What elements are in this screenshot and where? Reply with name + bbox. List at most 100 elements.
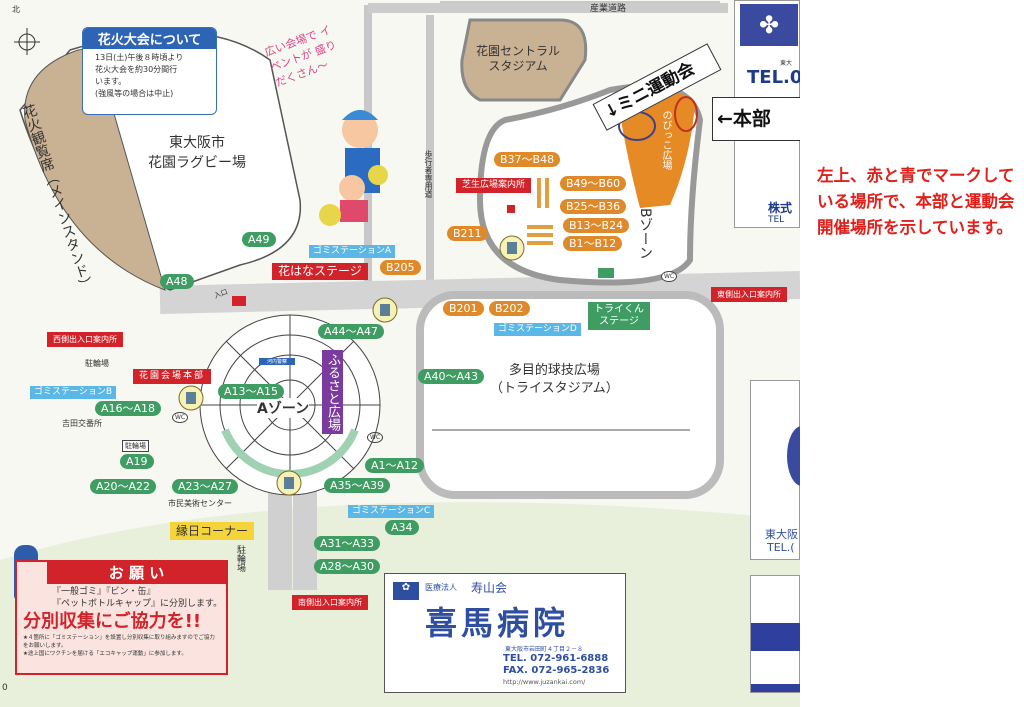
pedestrian-road-label: 歩行者専用道 bbox=[424, 150, 433, 198]
shibafu-info-label: 芝生広場案内所 bbox=[456, 178, 532, 193]
garbage-station-c-label: ゴミステーションC bbox=[348, 505, 435, 518]
stage-marker bbox=[598, 268, 614, 278]
stall-label-a: A49 bbox=[242, 232, 276, 247]
police-box-label: 吉田交番所 bbox=[62, 419, 102, 428]
fireworks-info-title: 花火大会について bbox=[83, 28, 216, 49]
stall-label-b: B205 bbox=[380, 260, 421, 275]
side-ad-bottom bbox=[750, 575, 800, 693]
request-note: ★４箇所に「ゴミステーション」を設置し分別収集に取り組みますのでご協力をお願いし… bbox=[23, 635, 215, 649]
stall-label-a: A40～A43 bbox=[418, 369, 485, 384]
trash-icon bbox=[178, 385, 204, 411]
bike-parking-label: 駐輪場 bbox=[85, 359, 109, 368]
b-stall-bars bbox=[527, 178, 553, 245]
side-ad-text: 東大阪 bbox=[765, 528, 798, 541]
hospital-group: 寿山会 bbox=[471, 581, 508, 595]
side-ad-tel: TEL.( bbox=[767, 541, 795, 554]
stall-label-a: A19 bbox=[120, 454, 154, 469]
a-zone-label: Aゾーン bbox=[257, 398, 310, 418]
trash-icon bbox=[276, 470, 302, 496]
stall-label-b: B13～B24 bbox=[563, 218, 630, 233]
hospital-address: 東大阪市岩田町４丁目２－８ bbox=[505, 646, 584, 653]
request-line: 『ペットボトルキャップ』に分別します。 bbox=[52, 599, 223, 609]
event-map: 北 花火大会について 13日(土)午後８時頃より 花火大会を約30分間行 います… bbox=[0, 0, 800, 707]
b-zone-label: Bゾーン bbox=[637, 208, 653, 260]
hospital-logo-icon: ✿ bbox=[393, 582, 419, 600]
page-marker: 0 bbox=[2, 683, 8, 693]
stall-label-a: A23～A27 bbox=[172, 479, 239, 494]
request-box: お 願 い 『一般ゴミ』『ビン・缶』 『ペットボトルキャップ』に分別します。 分… bbox=[15, 560, 228, 675]
stall-label-a: A20～A22 bbox=[90, 479, 157, 494]
garbage-station-d-label: ゴミステーションD bbox=[494, 323, 581, 336]
request-slogan: 分別収集にご協力を!! bbox=[23, 611, 202, 632]
honbu-annotation: ←本部 bbox=[712, 97, 800, 141]
hanahana-stage-label: 花はなステージ bbox=[272, 263, 368, 280]
side-ad-company: 株式 bbox=[768, 201, 793, 215]
rugby-field-label: 東大阪市花園ラグビー場 bbox=[148, 135, 246, 171]
side-ad-tel: TEL bbox=[768, 215, 785, 225]
fireworks-info-box: 花火大会について 13日(土)午後８時頃より 花火大会を約30分間行 います。 … bbox=[82, 27, 217, 115]
bike-parking-label: 駐輪場 bbox=[122, 440, 149, 452]
wc-icon: WC bbox=[661, 271, 678, 282]
bike-parking-label: 駐輪場 bbox=[235, 545, 245, 572]
request-title: お 願 い bbox=[47, 562, 226, 584]
stall-label-a: A16～A18 bbox=[95, 401, 162, 416]
industrial-road bbox=[368, 3, 728, 13]
kawachi-police-label: 河内警察 bbox=[259, 358, 296, 365]
venue-hq-label: 花園会場本部 bbox=[133, 369, 212, 384]
west-info-label: 西側出入口案内所 bbox=[47, 332, 123, 347]
info-line: (強風等の場合は中止) bbox=[95, 89, 174, 98]
compass-north-label: 北 bbox=[12, 5, 20, 14]
hospital-name: 喜馬病院 bbox=[425, 604, 570, 642]
south-info-label: 南側出入口案内所 bbox=[292, 595, 368, 610]
multi-purpose-field bbox=[416, 291, 724, 499]
trash-icon bbox=[499, 235, 525, 261]
stall-label-b: B49～B60 bbox=[560, 176, 627, 191]
side-ad-logo-icon: ✤ bbox=[740, 4, 798, 46]
red-mark-circle bbox=[674, 96, 698, 132]
art-center-label: 市民美術センター bbox=[168, 499, 232, 508]
stage-marker bbox=[232, 296, 246, 306]
hospital-tel: TEL. 072-961-6888 bbox=[503, 653, 609, 664]
side-ad-band bbox=[751, 623, 800, 651]
info-marker bbox=[507, 205, 515, 213]
stall-label-a: A48 bbox=[160, 274, 194, 289]
multi-purpose-field-label: 多目的球技広場（トライスタジアム） bbox=[490, 363, 619, 396]
nobikko-plaza-label: のびっこ広場 bbox=[660, 110, 671, 170]
annotation-note: 左上、赤と青でマークしている場所で、本部と運動会開催場所を示しています。 bbox=[817, 166, 1015, 237]
trykun-stage-label: トライくんステージ bbox=[588, 302, 650, 330]
main-stand bbox=[24, 47, 166, 291]
central-stadium bbox=[460, 18, 588, 102]
stall-label-a: A13～A15 bbox=[218, 384, 285, 399]
stall-label-a: A28～A30 bbox=[314, 559, 381, 574]
stall-label-b: B37～B48 bbox=[494, 152, 561, 167]
stall-label-b: B1～B12 bbox=[563, 236, 623, 251]
stall-label-b: B201 bbox=[443, 301, 484, 316]
side-ad-text: 東大 bbox=[780, 60, 793, 67]
east-info-label: 東側出入口案内所 bbox=[711, 287, 787, 302]
info-line: 花火大会を約30分間行 bbox=[95, 65, 178, 74]
cheering-people-illustration bbox=[319, 110, 388, 226]
stall-label-a: A34 bbox=[385, 520, 419, 535]
hospital-org: 医療法人 bbox=[425, 583, 457, 592]
wc-icon: WC bbox=[367, 432, 384, 443]
garbage-station-b-label: ゴミステーションB bbox=[30, 386, 116, 399]
side-ad-logo-icon bbox=[787, 426, 800, 486]
industrial-road-label: 産業道路 bbox=[590, 4, 627, 14]
hospital-url: http://www.juzankai.com/ bbox=[503, 678, 586, 686]
side-ad-band bbox=[751, 684, 800, 692]
hospital-ad: ✿ 医療法人 寿山会 喜馬病院 東大阪市岩田町４丁目２－８ TEL. 072-9… bbox=[384, 573, 626, 693]
stall-label-a: A35～A39 bbox=[324, 478, 391, 493]
stall-label-a: A1～A12 bbox=[365, 458, 425, 473]
side-ad-middle: 東大阪 TEL.( bbox=[750, 380, 800, 560]
garbage-station-a-label: ゴミステーションA bbox=[309, 245, 395, 258]
stall-label-a: A44～A47 bbox=[318, 324, 385, 339]
stall-label-b: B211 bbox=[447, 226, 488, 241]
request-note: ★途上国にワクチンを届ける「エコキャップ運動」に参加します。 bbox=[23, 651, 187, 657]
side-ad-tel: TEL.0( bbox=[747, 67, 800, 88]
hospital-fax: FAX. 072-965-2836 bbox=[503, 665, 610, 676]
request-line: 『一般ゴミ』『ビン・缶』 bbox=[52, 587, 156, 597]
info-line: 13日(土)午後８時頃より bbox=[95, 53, 184, 62]
info-line: います。 bbox=[95, 77, 127, 86]
ennichi-corner-label: 縁日コーナー bbox=[170, 522, 255, 540]
stall-label-a: A31～A33 bbox=[314, 536, 381, 551]
